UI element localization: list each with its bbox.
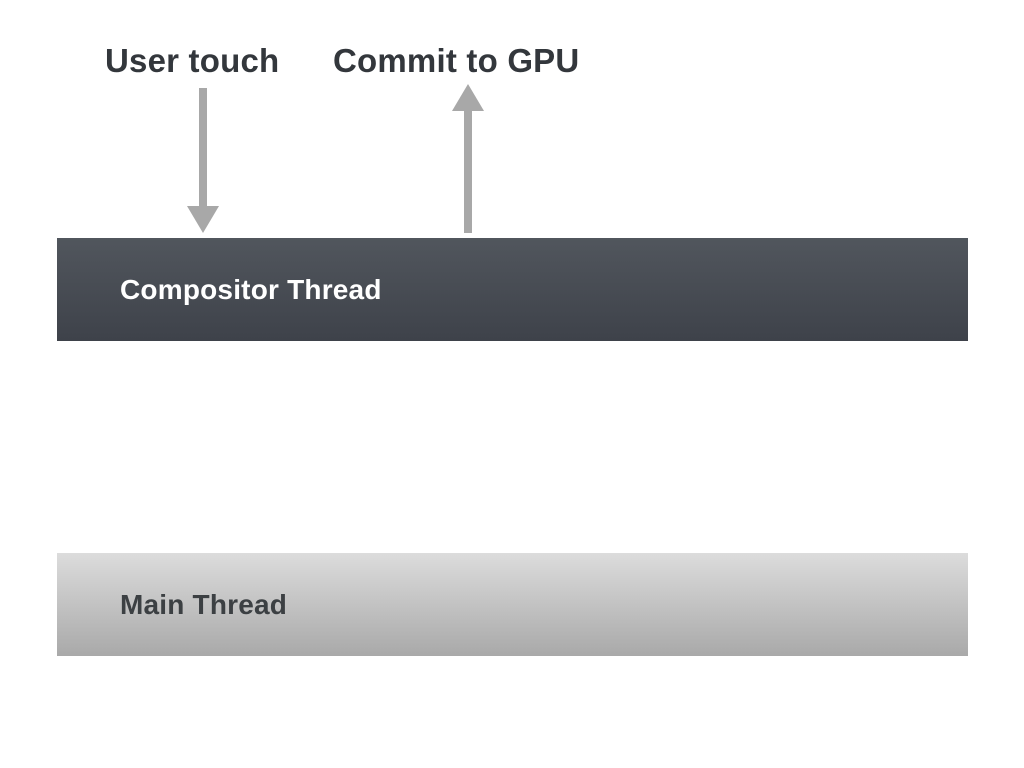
arrow-head-up: [452, 84, 484, 111]
arrow-shaft: [199, 88, 207, 206]
compositor-thread-label: Compositor Thread: [120, 273, 382, 305]
arrow-head-down: [187, 206, 219, 233]
commit-to-gpu-label: Commit to GPU: [333, 42, 580, 79]
user-touch-down-arrow-icon: [187, 88, 219, 233]
main-thread-label: Main Thread: [120, 588, 288, 620]
main-thread-bar: Main Thread: [57, 553, 968, 656]
arrow-shaft: [464, 111, 472, 233]
compositor-thread-bar: Compositor Thread: [57, 238, 968, 341]
commit-up-arrow-icon: [452, 84, 484, 233]
user-touch-label: User touch: [105, 42, 280, 79]
